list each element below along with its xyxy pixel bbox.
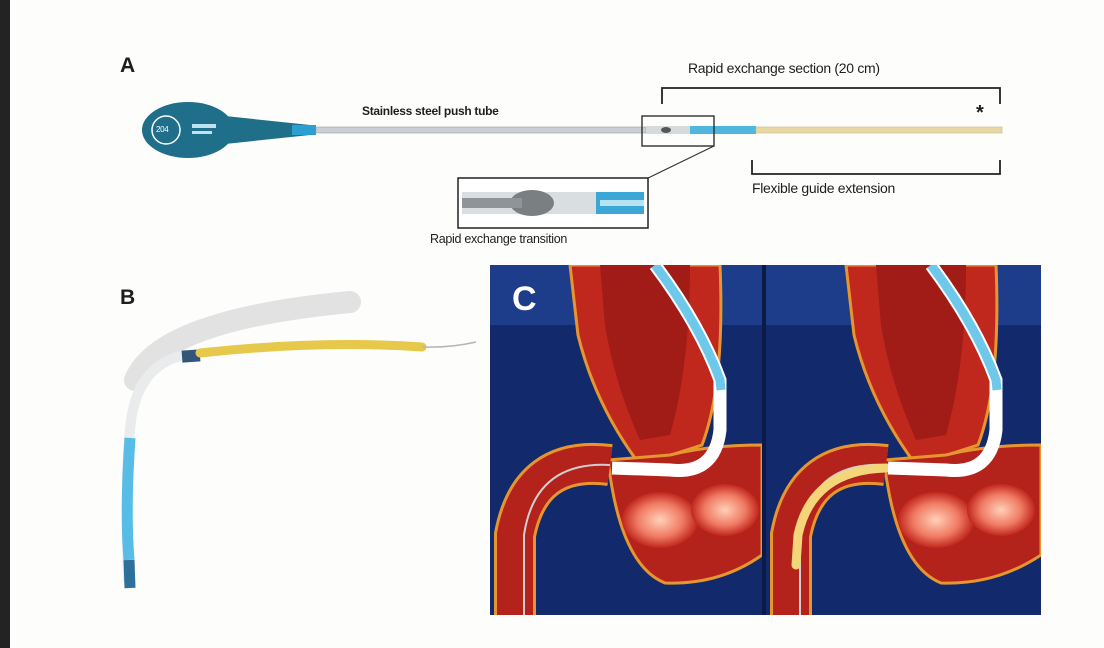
rapid-exchange-bracket <box>662 88 1000 104</box>
push-tube-label: Stainless steel push tube <box>362 104 499 118</box>
catheter-blue-segment <box>127 438 130 560</box>
panel-c-right-image <box>766 265 1041 615</box>
push-tube <box>316 127 646 133</box>
flexible-guide-label: Flexible guide extension <box>752 180 895 196</box>
flexible-guide-extension <box>756 127 1002 133</box>
handle-number: 204 <box>156 125 168 134</box>
figure-canvas: A <box>10 0 1104 648</box>
transition-label: Rapid exchange transition <box>430 232 567 246</box>
panel-c-letter: C <box>512 280 537 319</box>
catheter-tip <box>129 560 130 588</box>
handle-collar <box>292 125 316 135</box>
flexible-guide-bracket <box>752 160 1000 174</box>
panel-a-drawing <box>10 0 1104 260</box>
asterisk-marker: * <box>976 102 983 125</box>
panel-c-drawing <box>490 265 1041 615</box>
transition-zoom-inset <box>458 178 648 228</box>
panel-b-drawing <box>100 270 480 610</box>
rapid-exchange-section-label: Rapid exchange section (20 cm) <box>688 60 880 76</box>
guide-extension <box>200 345 422 353</box>
